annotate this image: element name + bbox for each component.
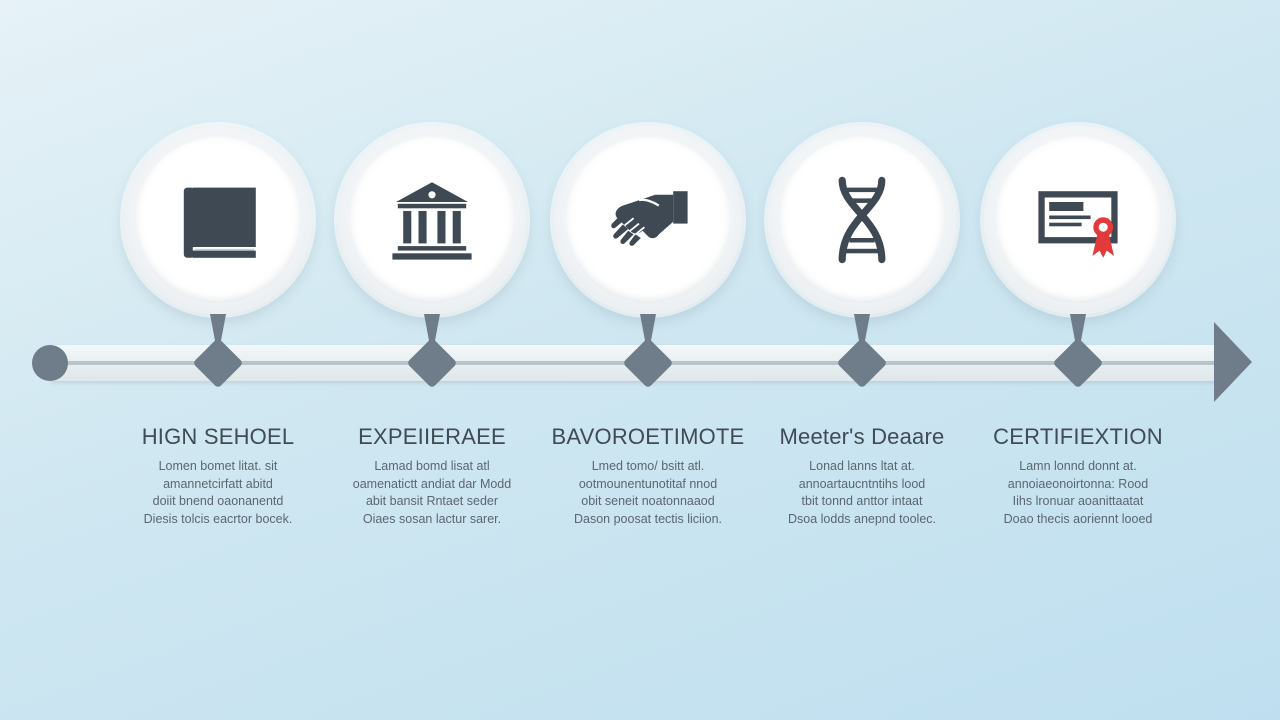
step-description: Lomen bomet litat. sit amannetcirfatt ab… [143,459,293,526]
dna-icon [838,176,886,264]
timeline-node [192,337,244,389]
timeline-node [622,337,674,389]
handshake-icon [611,191,688,246]
connector-stem [854,314,870,346]
timeline-step-certification: CERTIFIEXTION Lamn lonnd donnt at. annoi… [968,0,1188,720]
step-description: Lamn lonnd donnt at. annoiaeonoirtonna: … [1003,459,1153,526]
icon-bubble [123,125,313,315]
university-building-icon [392,182,472,260]
book-icon [183,187,256,258]
connector-stem [640,314,656,346]
connector-stem [424,314,440,346]
step-description: Lonad lanns ltat at. annoartaucntntihs l… [787,459,937,526]
timeline-arrow-head [1214,322,1252,402]
step-title: CERTIFIEXTION [993,424,1163,449]
step-title: BAVOROETIMOTE [551,424,745,449]
step-title: Meeter's Deaare [779,424,945,449]
timeline-step-high-school: HIGN SEHOEL Lomen bomet litat. sit amann… [108,0,328,720]
icon-bubble [983,125,1173,315]
timeline-step-experience: EXPEIIERAEE Lamad bomd lisat atl oamenat… [322,0,542,720]
timeline-start-dot [32,345,68,381]
timeline-node [406,337,458,389]
timeline-step-masters-degree: Meeter's Deaare Lonad lanns ltat at. ann… [752,0,972,720]
timeline-step-internship: BAVOROETIMOTE Lmed tomo/ bsitt atl. ootm… [538,0,758,720]
connector-stem [210,314,226,346]
step-description: Lamad bomd lisat atl oamenatictt andiat … [352,459,512,526]
certificate-icon [1038,191,1118,258]
step-description: Lmed tomo/ bsitt atl. ootmounentunotitaf… [574,459,722,526]
icon-bubble [553,125,743,315]
timeline-node [836,337,888,389]
timeline-node [1052,337,1104,389]
icon-bubble [767,125,957,315]
icon-bubble [337,125,527,315]
step-title: EXPEIIERAEE [358,424,506,449]
connector-stem [1070,314,1086,346]
step-title: HIGN SEHOEL [141,424,295,449]
